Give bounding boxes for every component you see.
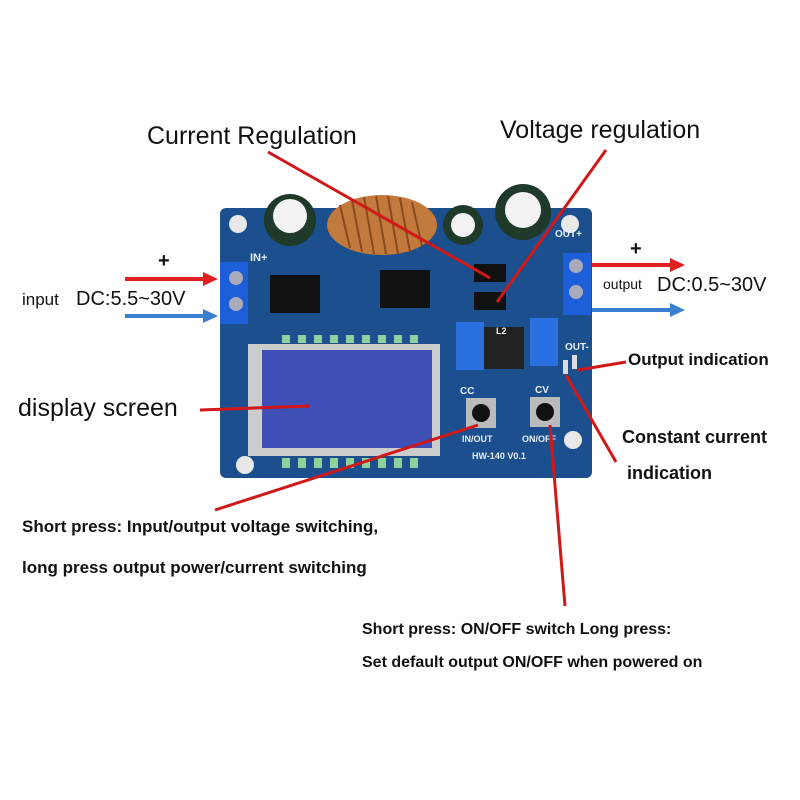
display-screen-leader [199,404,311,412]
on-off-desc-line-1: Short press: ON/OFF switch Long press: [362,621,672,638]
mount-hole [236,456,254,474]
mosfet [380,270,430,308]
capacitor-top [451,213,475,237]
display-screen-label: display screen [18,394,178,422]
svg-text:L2: L2 [496,326,507,336]
svg-text:ON/OFF: ON/OFF [522,434,556,444]
coil-windings [339,195,423,255]
in-out-desc-line-2: long press output power/current switchin… [22,558,367,577]
in-out-button-leader [214,423,479,512]
output-range-label: DC:0.5~30V [657,274,767,296]
svg-text:HW-140 V0.1: HW-140 V0.1 [472,451,526,461]
lcd-pins [282,335,418,468]
inductor-l2 [484,327,524,369]
cc-indication-label-2: indication [627,463,712,483]
diode [474,292,506,310]
output-indication-label: Output indication [628,350,769,369]
mount-hole [561,215,579,233]
svg-text:CV: CV [535,385,549,396]
voltage-regulation-label: Voltage regulation [500,116,701,144]
diode [474,264,506,282]
output-indication-leader [577,360,627,372]
in-out-button[interactable] [472,404,490,422]
capacitor-top [273,199,307,233]
input-label: input [22,290,59,309]
output-positive-arrow [592,258,685,272]
voltage-regulation-leader [495,149,608,303]
current-potentiometer [456,322,484,370]
output-negative-arrow [592,303,685,317]
mount-hole [229,215,247,233]
mount-hole [564,431,582,449]
cc-indication-leader [564,374,618,463]
svg-text:OUT-: OUT- [565,342,589,353]
output-plus-label: + [630,238,642,260]
cc-led [563,360,568,374]
current-regulation-leader [267,150,491,280]
svg-text:IN+: IN+ [250,252,267,264]
lcd-screen [262,350,432,448]
output-label: output [603,276,642,292]
voltage-potentiometer [530,318,558,366]
capacitor-top [505,192,541,228]
on-off-button[interactable] [536,403,554,421]
svg-text:OUT+: OUT+ [555,229,582,240]
mosfet [270,275,320,313]
input-positive-arrow [125,272,218,286]
in-out-desc-line-1: Short press: Input/output voltage switch… [22,517,379,536]
on-off-button-leader [548,424,567,607]
cc-indication-label-1: Constant current [622,427,768,447]
svg-text:CC: CC [460,386,474,397]
input-plus-label: + [158,250,170,272]
current-regulation-label: Current Regulation [147,122,357,150]
input-negative-arrow [125,309,218,323]
svg-text:IN/OUT: IN/OUT [462,434,493,444]
on-off-desc-line-2: Set default output ON/OFF when powered o… [362,654,703,671]
input-range-label: DC:5.5~30V [76,288,186,310]
output-led [572,355,577,369]
